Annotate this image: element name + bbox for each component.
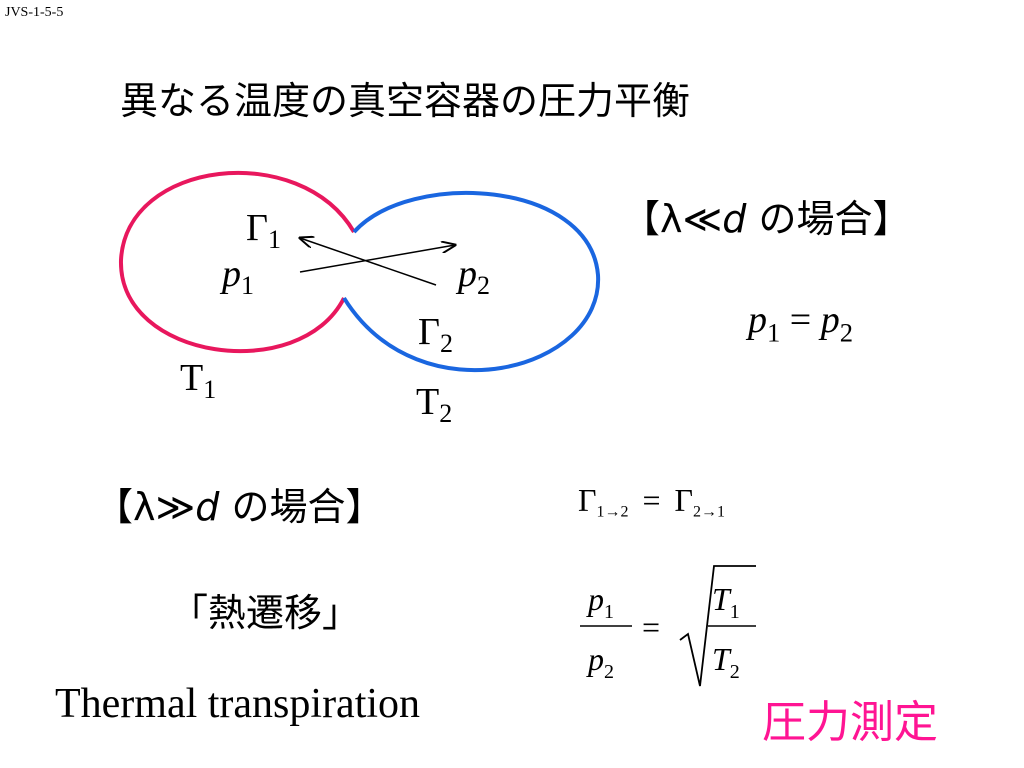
- ratio-t1: T1: [712, 581, 740, 623]
- ratio-p1: p1: [586, 581, 614, 623]
- ratio-p2: p2: [586, 641, 614, 683]
- flux-arrow-1-to-2: [299, 245, 455, 273]
- flux-arrow-2-to-1: [300, 238, 437, 286]
- p1-label: p1: [219, 253, 254, 300]
- page-title: 異なる温度の真空容器の圧力平衡: [120, 79, 691, 123]
- pressure-measurement-label: 圧力測定: [762, 697, 938, 748]
- gamma1-label: Γ1: [246, 207, 281, 254]
- thermal-transpiration-en: Thermal transpiration: [55, 681, 421, 727]
- case-small-mfp-heading: 【λ≪d の場合】: [622, 197, 911, 241]
- ratio-equals: =: [642, 609, 660, 645]
- case-large-mfp-heading: 【λ≫d の場合】: [95, 485, 384, 529]
- vessel-left-outline: [118, 170, 356, 354]
- t1-label: T1: [180, 357, 216, 404]
- thermal-transpiration-jp: 「熱遷移」: [170, 591, 361, 635]
- equation-p1-equals-p2: p1 = p2: [748, 299, 854, 348]
- pressure-ratio-equation: p1 p2 = T1 T2: [580, 565, 756, 687]
- slide-id: JVS-1-5-5: [5, 5, 64, 20]
- vessel-right-outline: [342, 190, 601, 373]
- flux-balance-equation: Γ1→2 = Γ2→1: [578, 482, 726, 521]
- gamma2-label: Γ2: [418, 311, 453, 358]
- sqrt-sign: [679, 565, 756, 687]
- ratio-t2: T2: [712, 641, 740, 683]
- p2-label: p2: [455, 253, 490, 300]
- t2-label: T2: [416, 381, 452, 428]
